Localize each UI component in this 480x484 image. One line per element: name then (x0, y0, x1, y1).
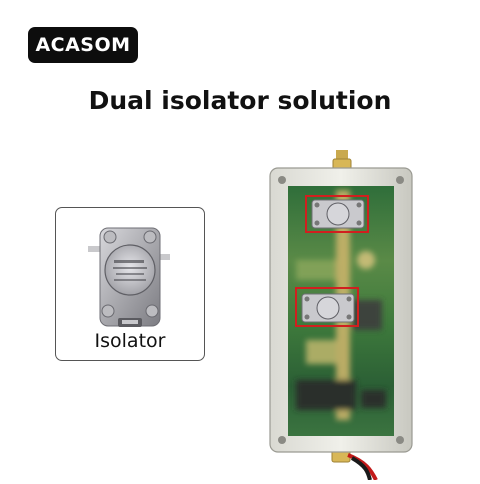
page-title: Dual isolator solution (88, 86, 392, 115)
brand-logo: ACASOM (28, 27, 138, 63)
isolator-caption: Isolator (94, 330, 166, 352)
pcb-module-image (266, 150, 416, 484)
brand-logo-text: ACASOM (35, 34, 131, 56)
isolator-component-image (88, 227, 170, 327)
isolator-card: Isolator (55, 207, 205, 361)
